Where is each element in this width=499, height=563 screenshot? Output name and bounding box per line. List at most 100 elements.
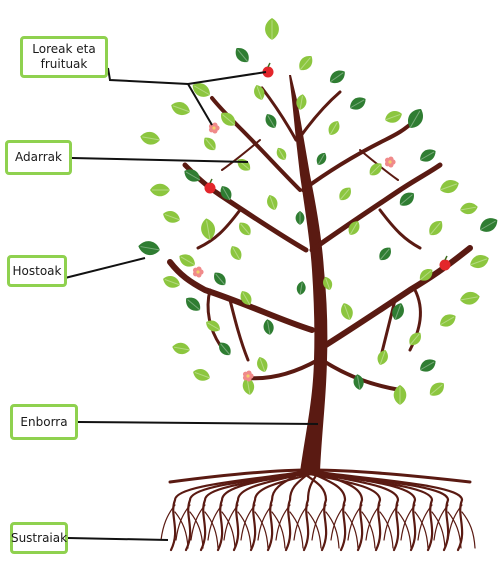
leaf-blade-44 [341, 303, 353, 320]
leaf-vein-29 [206, 220, 211, 241]
leaf-vein-45 [242, 292, 251, 306]
leaf-vein-39 [164, 278, 181, 286]
leaf-vein-35 [180, 256, 196, 266]
leaf-vein-64 [317, 153, 325, 166]
root-fine-b-5 [254, 511, 269, 549]
leaf-blade-5 [254, 84, 265, 100]
root-fine-a-2 [190, 504, 206, 541]
root-fine-b-4 [237, 511, 252, 549]
root-fine-b-3 [221, 511, 236, 549]
leaf-51 [172, 342, 191, 355]
branch-3 [309, 162, 443, 253]
leaf-vein-27 [164, 213, 181, 221]
leaf-vein-62 [325, 277, 331, 291]
root-fine-a-7 [275, 504, 291, 541]
root-fine-a-5 [240, 504, 256, 541]
leaf-43 [186, 297, 201, 311]
leaf-blade-59 [393, 385, 407, 405]
leaf-15 [140, 131, 161, 145]
leaf-33 [429, 221, 443, 236]
leaf-blade-36 [230, 246, 242, 260]
leaf-blade-26 [460, 202, 478, 215]
leaf-21 [150, 183, 170, 197]
leaf-blade-41 [419, 269, 433, 281]
leaf-48 [206, 320, 221, 332]
leaf-29 [201, 218, 216, 241]
root-fine-a-6 [257, 504, 273, 541]
root-fine-a-9 [311, 504, 327, 541]
leaf-47 [439, 314, 456, 327]
leaf-13 [265, 114, 277, 129]
flower-center-1 [388, 160, 392, 164]
leaf-blade-9 [385, 111, 402, 123]
leaf-blade-40 [214, 272, 226, 286]
flower-2 [192, 266, 204, 278]
leaf-blade-16 [420, 149, 436, 162]
leaf-vein-15 [142, 136, 161, 141]
leaf-blade-48 [206, 320, 220, 332]
leaf-22 [220, 186, 232, 201]
pointer-line-roots [67, 537, 169, 541]
leaf-vein-61 [299, 282, 303, 296]
root-fine-a-8 [293, 504, 309, 541]
leaf-18 [369, 163, 382, 176]
branch-13 [378, 208, 422, 250]
leaf-23 [339, 187, 351, 201]
leaf-vein-43 [187, 299, 201, 311]
leaf-16 [419, 149, 436, 162]
leaf-blade-4 [329, 70, 345, 84]
leaf-vein-10 [409, 110, 421, 129]
branch-5 [301, 118, 417, 192]
leaf-vein-4 [329, 72, 344, 83]
leaf-40 [214, 272, 226, 286]
leaf-vein-30 [240, 223, 251, 236]
label-roots: Sustraiak [10, 522, 68, 554]
leaf-vein-56 [194, 371, 211, 379]
leaf-vein-24 [269, 196, 276, 211]
leaf-vein-3 [194, 85, 211, 96]
leaf-vein-5 [256, 86, 263, 101]
leaf-blade-42 [460, 291, 480, 305]
leaf-42 [459, 291, 480, 305]
leaf-vein-60 [429, 384, 443, 396]
leaf-34 [138, 241, 161, 256]
leaf-vein-28 [479, 220, 496, 231]
leaf-10 [407, 108, 424, 129]
leaf-blade-18 [369, 163, 382, 176]
leaf-vein-16 [419, 151, 435, 161]
leaf-vein-47 [439, 316, 455, 326]
leaf-blade-13 [265, 114, 277, 128]
leaf-blade-46 [392, 303, 404, 320]
leaf-vein-53 [259, 358, 266, 373]
root-fine-b-11 [361, 511, 376, 549]
leaf-vein-48 [207, 322, 221, 331]
leaf-0 [265, 18, 279, 40]
root-fine-b-12 [379, 511, 394, 549]
tree-roots [160, 468, 476, 552]
leaf-blade-23 [339, 187, 351, 201]
leaf-28 [479, 218, 498, 232]
leaf-vein-33 [429, 222, 441, 236]
leaf-vein-19 [185, 171, 201, 181]
leaf-57 [242, 377, 255, 396]
root-fine-b-0 [174, 511, 189, 549]
leaf-45 [240, 291, 252, 306]
leaf-blade-57 [242, 377, 255, 395]
leaf-vein-37 [379, 248, 390, 261]
leaf-35 [179, 254, 196, 267]
leaf-31 [295, 211, 305, 225]
leaf-6 [221, 112, 236, 126]
root-fine-a-16 [433, 504, 449, 541]
root-fine-b-6 [271, 511, 286, 549]
leaf-61 [296, 281, 306, 296]
pointer-line-trunk [77, 421, 319, 425]
root-3 [216, 470, 304, 552]
root-fine-b-8 [307, 511, 322, 549]
leaf-blade-39 [163, 276, 180, 288]
leaf-62 [323, 276, 333, 291]
root-fine-a-12 [365, 504, 381, 541]
leaf-32 [348, 221, 360, 236]
root-16 [308, 470, 450, 552]
leaf-vein-6 [222, 114, 236, 126]
